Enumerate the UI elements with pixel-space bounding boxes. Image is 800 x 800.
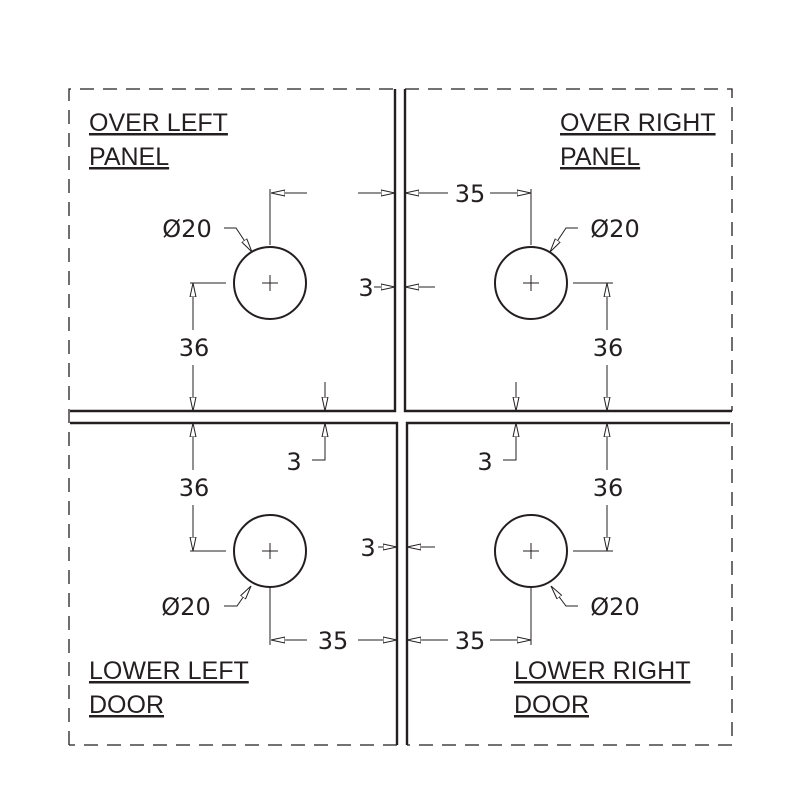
hole-over-right	[494, 246, 568, 320]
dim-35-bottom-left: 35	[318, 627, 349, 655]
holes	[233, 246, 568, 588]
hole-lower-left	[233, 514, 307, 588]
dim-gap-lower-vertical: 3	[360, 534, 375, 562]
dim-36-lower-left: 36	[179, 474, 210, 502]
dim-36-upper-right: 36	[593, 334, 624, 362]
label-lower-left-line2: DOOR	[89, 691, 164, 719]
dim-gap-upper-vertical: 3	[358, 274, 373, 302]
dim-36-lower-right: 36	[593, 474, 624, 502]
dim-diameter-over-left: Ø20	[162, 215, 211, 243]
label-over-left-line1: OVER LEFT	[89, 109, 228, 137]
label-lower-right-line2: DOOR	[514, 691, 589, 719]
dim-gap-horizontal-right: 3	[477, 448, 492, 476]
hole-over-left	[233, 246, 307, 320]
dim-35-top: 35	[455, 180, 486, 208]
label-lower-right-line1: LOWER RIGHT	[514, 657, 690, 685]
dimension-lines	[190, 189, 613, 645]
hole-lower-right	[494, 514, 568, 588]
dim-gap-horizontal-left: 3	[286, 448, 301, 476]
dim-diameter-lower-left: Ø20	[161, 593, 210, 621]
dim-36-upper-left: 36	[179, 334, 210, 362]
lower-left-door-edge	[70, 421, 399, 745]
label-over-right-line2: PANEL	[560, 143, 640, 171]
dim-diameter-lower-right: Ø20	[590, 593, 639, 621]
label-over-left-line2: PANEL	[89, 143, 169, 171]
label-lower-left-line1: LOWER LEFT	[89, 657, 249, 685]
outer-dashed-boundary	[68, 88, 733, 746]
dim-diameter-over-right: Ø20	[590, 215, 639, 243]
dim-35-bottom-right: 35	[455, 627, 486, 655]
dimension-texts: 35 3 36 36 3 3 36 36 3 35 35 Ø20 Ø20 Ø20…	[161, 180, 639, 655]
over-right-panel-edge	[403, 89, 732, 413]
panel-labels: OVER LEFT PANEL OVER RIGHT PANEL LOWER L…	[89, 109, 716, 719]
panel-outlines	[68, 88, 733, 746]
over-left-panel-edge	[70, 89, 397, 413]
label-over-right-line1: OVER RIGHT	[560, 109, 716, 137]
